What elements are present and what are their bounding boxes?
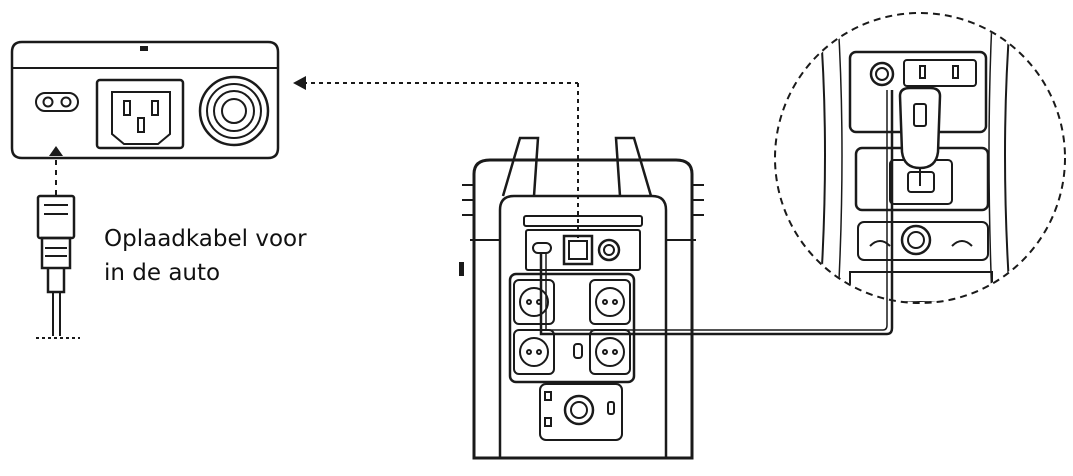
ac-outlet-icon bbox=[514, 280, 554, 324]
cable-label: Oplaadkabel voor in de auto bbox=[104, 222, 307, 290]
ac-outlet-icon bbox=[590, 330, 630, 374]
cable-label-line2: in de auto bbox=[104, 256, 307, 290]
ac-outlet-icon bbox=[514, 330, 554, 374]
charging-cable-route bbox=[541, 90, 892, 334]
port-panel-closeup bbox=[12, 42, 278, 158]
car-charge-port-icon bbox=[36, 93, 78, 111]
ac-outlet-icon bbox=[590, 280, 630, 324]
detail-view-circle bbox=[775, 13, 1065, 303]
arrow-to-port-panel bbox=[293, 76, 578, 238]
ac-inlet-icon bbox=[97, 80, 183, 148]
car-plug-inserted-icon bbox=[900, 88, 940, 186]
car-charging-cable-plug bbox=[36, 146, 80, 338]
power-station-unit bbox=[459, 138, 704, 458]
round-connector-icon bbox=[200, 77, 268, 145]
cable-label-line1: Oplaadkabel voor bbox=[104, 222, 307, 256]
